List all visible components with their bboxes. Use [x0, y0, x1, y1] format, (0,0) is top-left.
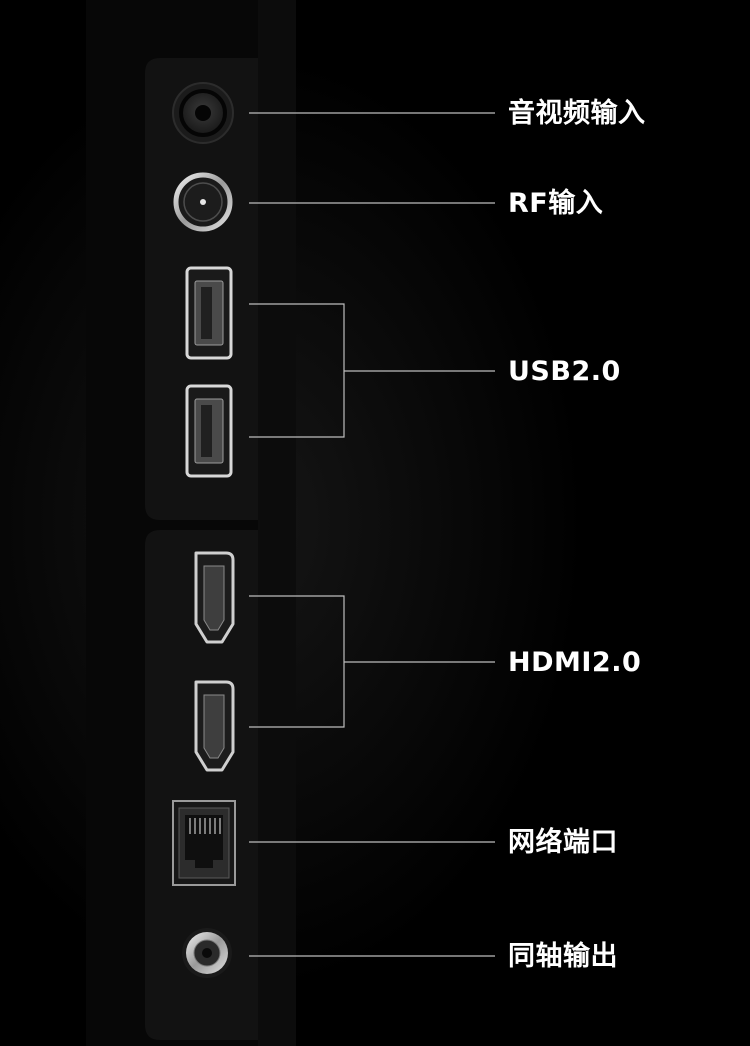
lower-port-panel — [145, 530, 258, 1040]
network-port-icon — [172, 800, 236, 886]
label-coaxial-output: 同轴输出 — [508, 941, 618, 972]
hdmi-port-1-icon — [194, 551, 235, 644]
usb-port-2-icon — [185, 384, 233, 478]
label-network-port: 网络端口 — [508, 827, 618, 858]
label-hdmi: HDMI2.0 — [508, 647, 642, 678]
av-input-jack-icon — [172, 82, 234, 144]
label-rf-input: RF输入 — [508, 188, 604, 219]
rf-input-connector-icon — [173, 172, 233, 232]
label-av-input: 音视频输入 — [508, 98, 646, 129]
usb-port-1-icon — [185, 266, 233, 360]
label-usb: USB2.0 — [508, 356, 621, 387]
chassis-edge — [258, 0, 296, 1046]
coaxial-output-jack-icon — [182, 928, 232, 978]
leader-lines — [249, 112, 495, 957]
hdmi-port-2-icon — [194, 680, 235, 772]
